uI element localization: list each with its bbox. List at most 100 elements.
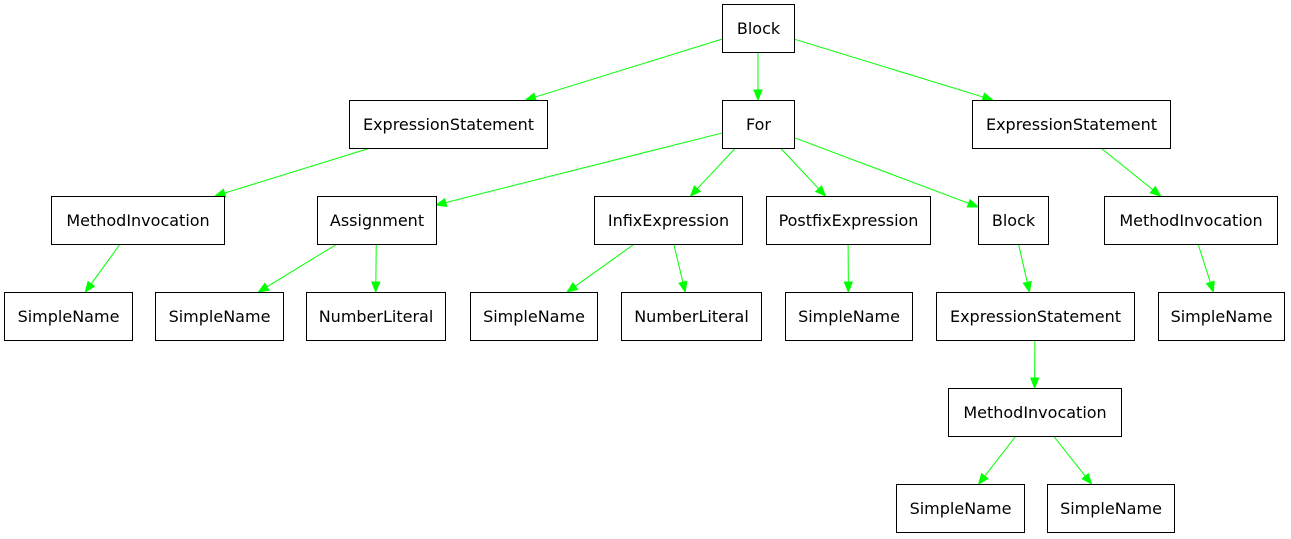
tree-node: SimpleName	[1158, 292, 1285, 341]
tree-edge	[84, 243, 121, 294]
arrowhead-icon	[753, 89, 763, 102]
tree-node: SimpleName	[785, 292, 913, 341]
tree-node: SimpleName	[470, 292, 598, 341]
tree-node: ExpressionStatement	[936, 292, 1135, 341]
edge-line	[793, 38, 984, 98]
node-box	[766, 196, 931, 245]
tree-node: SimpleName	[4, 292, 133, 341]
node-label: MethodInvocation	[66, 211, 209, 230]
arrowhead-icon	[84, 280, 96, 294]
tree-node: ExpressionStatement	[972, 100, 1171, 149]
edge-line	[696, 147, 736, 190]
edge-line	[90, 243, 121, 285]
tree-node: Block	[978, 196, 1049, 245]
arrowhead-icon	[1022, 280, 1032, 294]
tree-edge	[1197, 243, 1215, 294]
node-box	[1104, 196, 1278, 245]
node-box	[722, 4, 795, 53]
tree-edge	[434, 132, 723, 208]
node-label: PostfixExpression	[779, 211, 919, 230]
tree-edge	[673, 243, 688, 294]
node-box	[594, 196, 743, 245]
node-label: MethodInvocation	[963, 403, 1106, 422]
arrowhead-icon	[689, 185, 702, 197]
node-box	[470, 292, 598, 341]
edge-line	[793, 137, 969, 204]
tree-edge	[1018, 243, 1032, 294]
edge-line	[1053, 435, 1086, 477]
arrowhead-icon	[814, 185, 827, 197]
arrowhead-icon	[966, 198, 980, 208]
tree-edge	[793, 137, 980, 208]
node-label: SimpleName	[169, 307, 271, 326]
node-label: Block	[737, 19, 781, 38]
tree-edge	[566, 243, 635, 293]
tree-node: SimpleName	[896, 484, 1025, 533]
arrowhead-icon	[257, 282, 270, 293]
tree-edge	[780, 147, 827, 197]
tree-node: NumberLiteral	[621, 292, 762, 341]
edges-layer	[84, 38, 1215, 486]
node-label: SimpleName	[798, 307, 900, 326]
node-label: SimpleName	[1171, 307, 1273, 326]
tree-node: For	[722, 100, 795, 149]
node-label: NumberLiteral	[634, 307, 749, 326]
tree-node: MethodInvocation	[51, 196, 225, 245]
arrowhead-icon	[678, 280, 688, 294]
node-box	[1047, 484, 1175, 533]
tree-edge	[843, 243, 854, 294]
arrowhead-icon	[1149, 185, 1162, 197]
node-label: SimpleName	[1060, 499, 1162, 518]
node-label: ExpressionStatement	[950, 307, 1121, 326]
node-box	[785, 292, 913, 341]
arrowhead-icon	[1205, 280, 1215, 294]
tree-edge	[1029, 339, 1040, 390]
tree-node: Assignment	[317, 196, 437, 245]
node-box	[972, 100, 1171, 149]
arrowhead-icon	[524, 92, 537, 102]
node-box	[349, 100, 548, 149]
arrowhead-icon	[1081, 472, 1093, 486]
edge-line	[780, 147, 820, 190]
arrowhead-icon	[1029, 377, 1040, 390]
tree-edge	[257, 243, 338, 293]
node-box	[51, 196, 225, 245]
arrowhead-icon	[213, 188, 227, 198]
tree-node: ExpressionStatement	[349, 100, 548, 149]
tree-node: InfixExpression	[594, 196, 743, 245]
tree-edge	[753, 52, 763, 102]
edge-line	[574, 243, 635, 287]
node-label: InfixExpression	[608, 211, 729, 230]
node-box	[4, 292, 133, 341]
arrowhead-icon	[434, 197, 448, 208]
node-box	[155, 292, 284, 341]
arrowhead-icon	[566, 282, 579, 293]
arrowhead-icon	[981, 92, 995, 102]
tree-edge	[213, 147, 371, 198]
edge-line	[1018, 243, 1028, 283]
node-label: ExpressionStatement	[363, 115, 534, 134]
edge-line	[673, 243, 684, 283]
node-box	[306, 292, 446, 341]
edge-line	[534, 38, 723, 98]
tree-node: SimpleName	[1047, 484, 1175, 533]
node-box	[896, 484, 1025, 533]
tree-node: SimpleName	[155, 292, 284, 341]
node-box	[621, 292, 762, 341]
node-box	[936, 292, 1135, 341]
edge-line	[984, 435, 1017, 477]
node-label: MethodInvocation	[1119, 211, 1262, 230]
node-box	[1158, 292, 1285, 341]
node-label: ExpressionStatement	[986, 115, 1157, 134]
node-label: SimpleName	[483, 307, 585, 326]
node-box	[317, 196, 437, 245]
tree-node: MethodInvocation	[1104, 196, 1278, 245]
node-label: Assignment	[330, 211, 424, 230]
tree-edge	[689, 147, 736, 197]
edge-line	[445, 132, 723, 204]
edge-line	[224, 147, 371, 194]
tree-edge	[1053, 435, 1093, 486]
node-box	[948, 388, 1122, 437]
